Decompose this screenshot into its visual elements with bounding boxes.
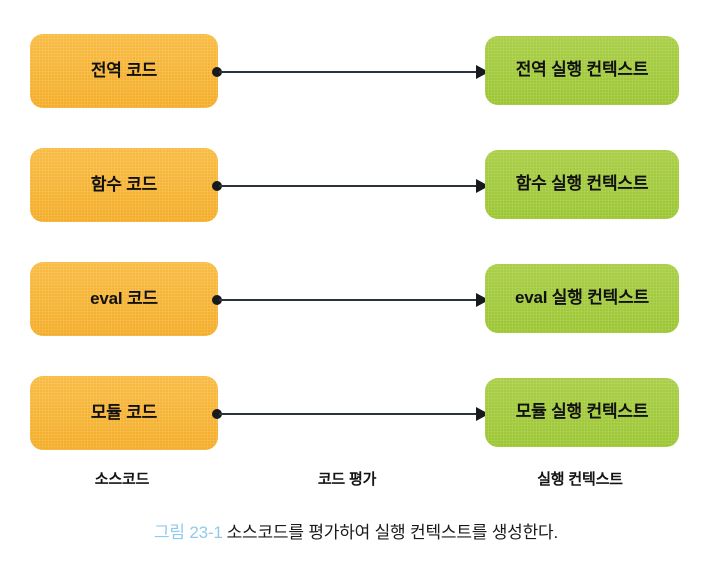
arrow-connector bbox=[212, 178, 492, 194]
column-label-context: 실행 컨텍스트 bbox=[537, 471, 623, 488]
column-label-source: 소스코드 bbox=[94, 471, 150, 488]
connector-line bbox=[219, 299, 481, 301]
execution-context-box[interactable]: 모듈 실행 컨텍스트 bbox=[485, 378, 679, 447]
connector-line bbox=[219, 71, 481, 73]
column-label-evaluate: 코드 평가 bbox=[317, 471, 377, 488]
execution-context-box[interactable]: eval 실행 컨텍스트 bbox=[485, 264, 679, 333]
source-code-label: 전역 코드 bbox=[90, 60, 158, 80]
connector-dot-icon bbox=[212, 67, 222, 77]
execution-context-label: eval 실행 컨텍스트 bbox=[515, 288, 649, 308]
execution-context-box[interactable]: 함수 실행 컨텍스트 bbox=[485, 150, 679, 219]
execution-context-label: 함수 실행 컨텍스트 bbox=[515, 174, 649, 194]
connector-line bbox=[219, 413, 481, 415]
source-code-label: 모듈 코드 bbox=[90, 402, 158, 422]
diagram-row: eval 코드 eval 실행 컨텍스트 bbox=[0, 262, 712, 338]
diagram-row: 전역 코드 전역 실행 컨텍스트 bbox=[0, 34, 712, 110]
arrow-connector bbox=[212, 406, 492, 422]
diagram-row: 함수 코드 함수 실행 컨텍스트 bbox=[0, 148, 712, 224]
source-code-box[interactable]: 모듈 코드 bbox=[30, 376, 218, 450]
connector-dot-icon bbox=[212, 181, 222, 191]
diagram-row: 모듈 코드 모듈 실행 컨텍스트 bbox=[0, 376, 712, 452]
figure-number: 그림 23-1 bbox=[153, 523, 223, 542]
execution-context-label: 전역 실행 컨텍스트 bbox=[515, 60, 649, 80]
source-code-box[interactable]: 전역 코드 bbox=[30, 34, 218, 108]
source-code-box[interactable]: 함수 코드 bbox=[30, 148, 218, 222]
figure-caption-text: 소스코드를 평가하여 실행 컨텍스트를 생성한다. bbox=[226, 523, 559, 542]
execution-context-label: 모듈 실행 컨텍스트 bbox=[515, 402, 649, 422]
connector-dot-icon bbox=[212, 295, 222, 305]
arrow-connector bbox=[212, 292, 492, 308]
connector-line bbox=[219, 185, 481, 187]
source-code-label: eval 코드 bbox=[90, 288, 158, 308]
arrow-connector bbox=[212, 64, 492, 80]
execution-context-box[interactable]: 전역 실행 컨텍스트 bbox=[485, 36, 679, 105]
source-code-label: 함수 코드 bbox=[90, 174, 158, 194]
source-code-box[interactable]: eval 코드 bbox=[30, 262, 218, 336]
connector-dot-icon bbox=[212, 409, 222, 419]
